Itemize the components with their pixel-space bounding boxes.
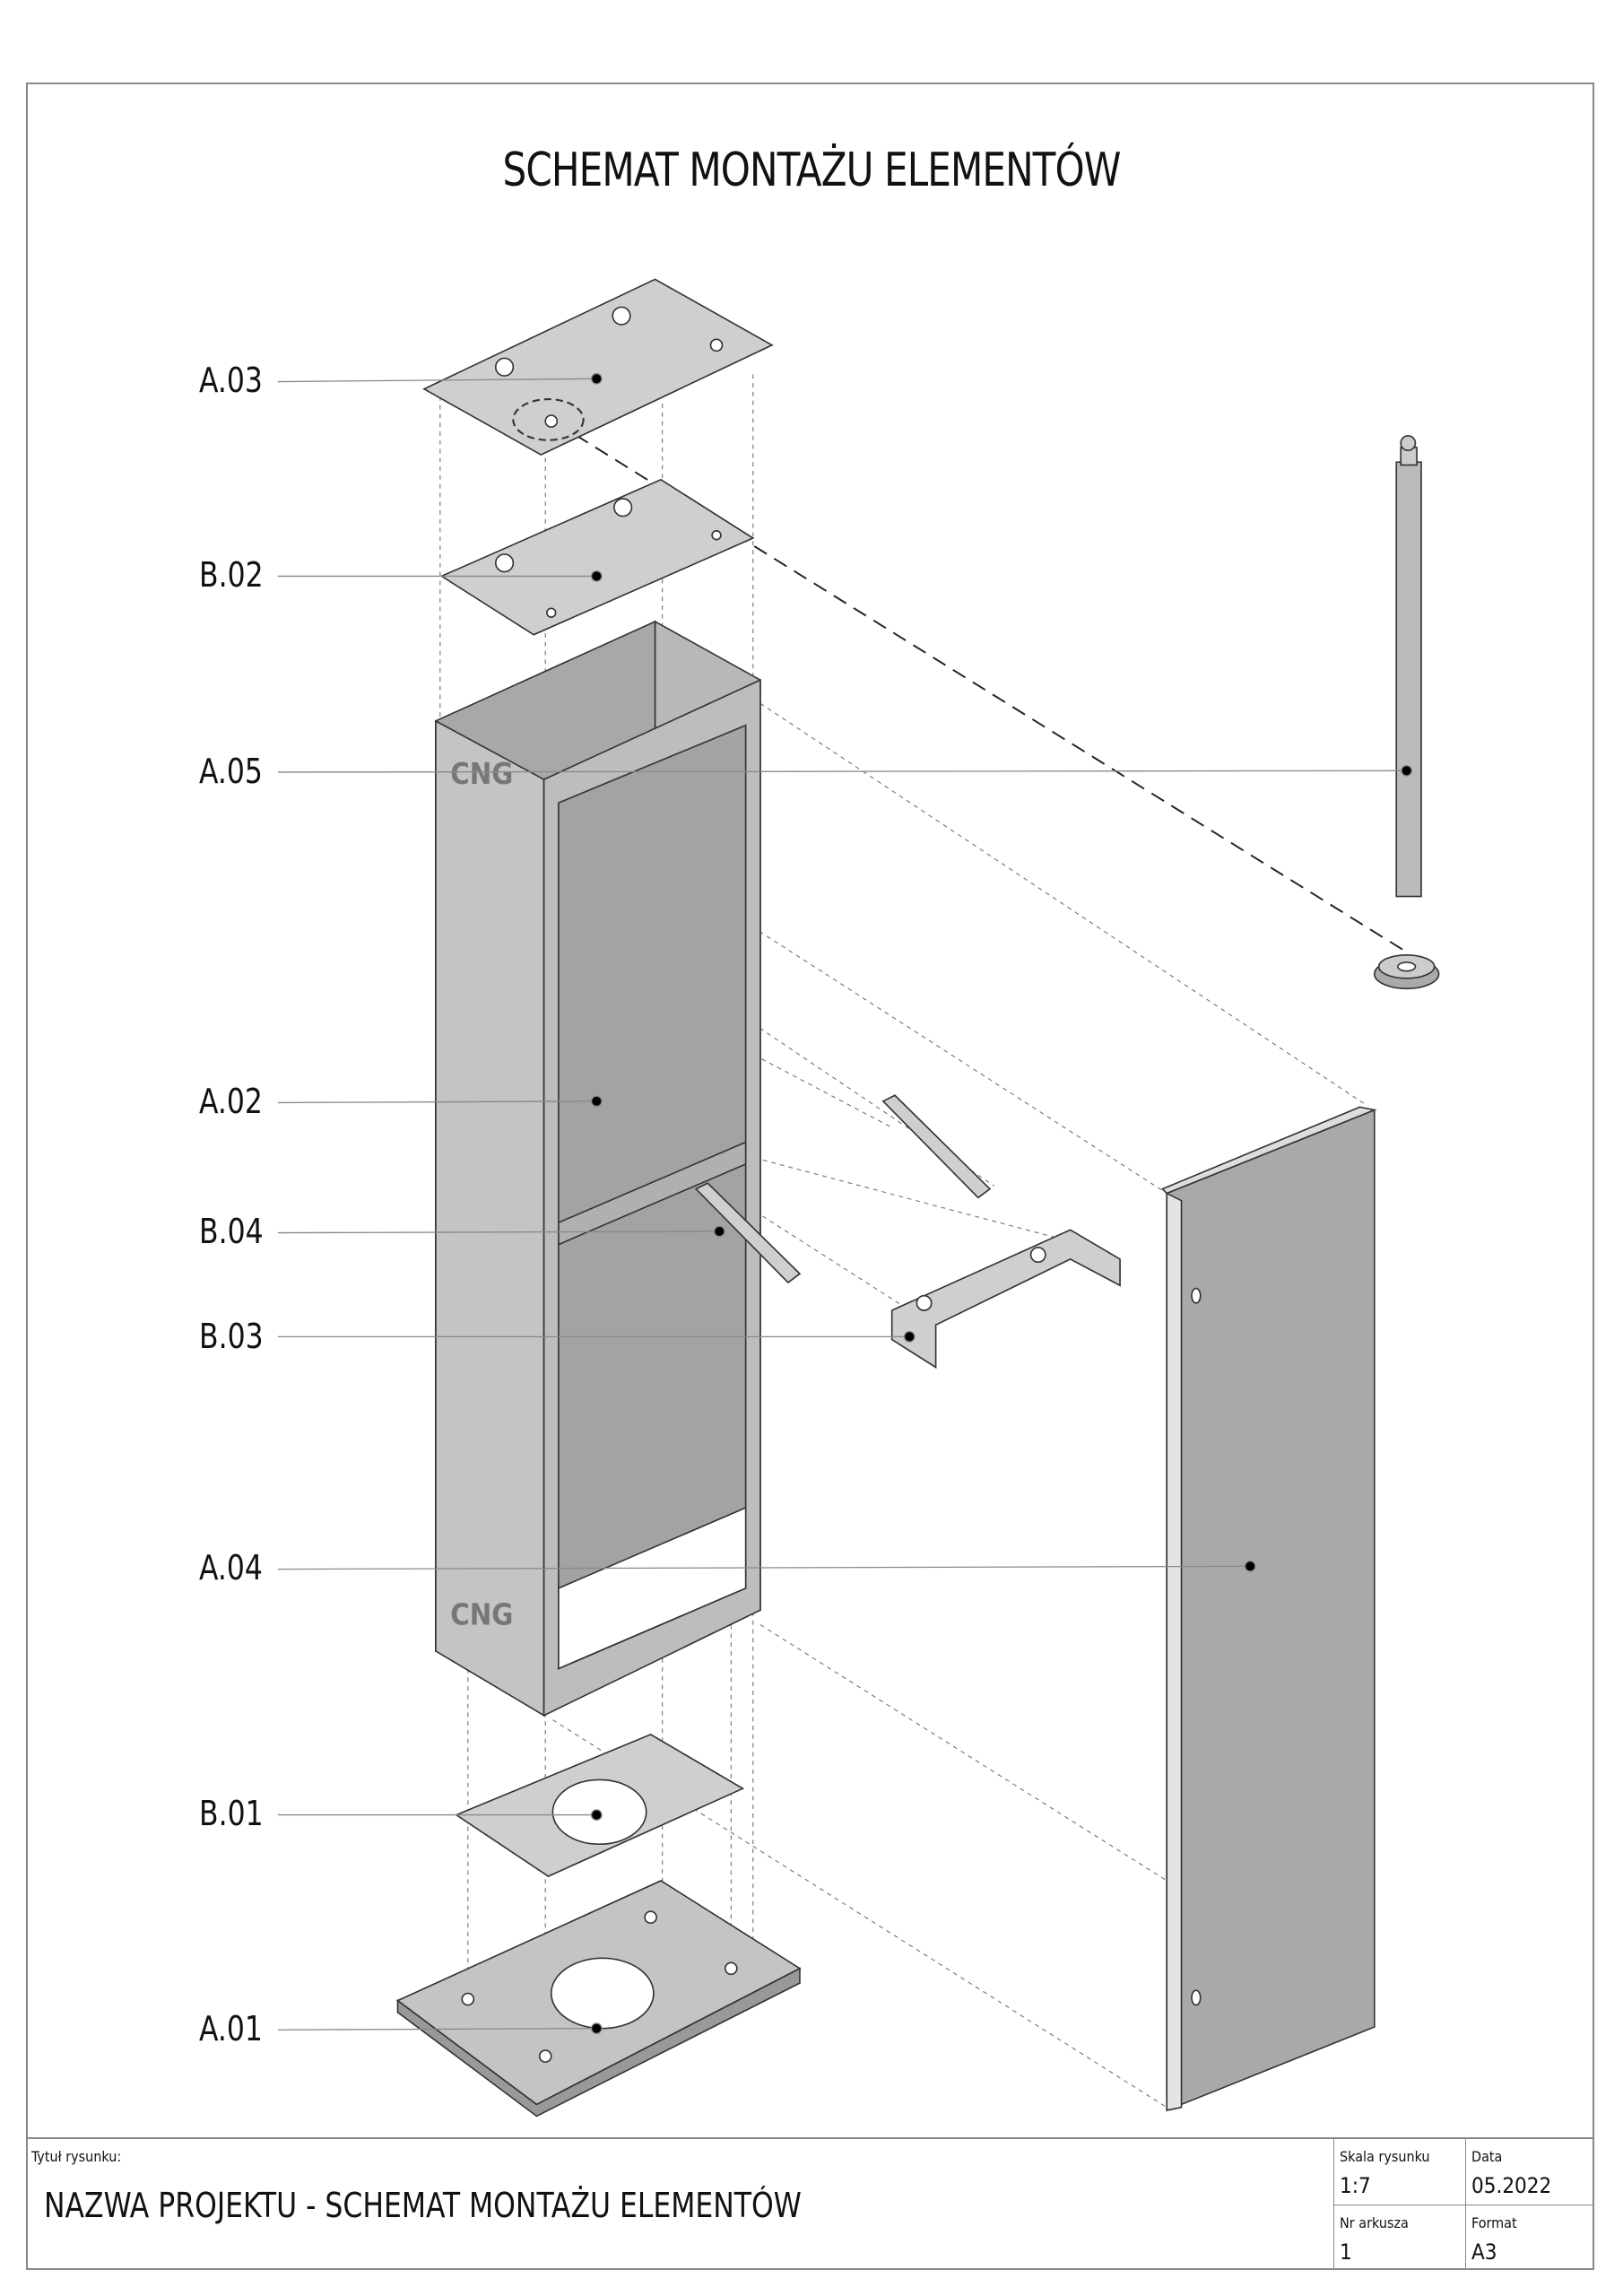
scale-value: 1:7 (1340, 2173, 1371, 2198)
part-a05-pole (1395, 461, 1422, 898)
part-label-b01: B.01 (199, 1794, 264, 1833)
part-label-a03: A.03 (199, 361, 263, 400)
date-label: Data (1471, 2148, 1503, 2165)
format-value: A3 (1471, 2239, 1497, 2265)
part-label-a01: A.01 (199, 2009, 263, 2048)
part-a03-top-cover (422, 278, 774, 456)
part-label-b04: B.04 (199, 1212, 264, 1251)
drawing-heading: SCHEMAT MONTAŻU ELEMENTÓW (502, 144, 1122, 197)
part-a04-panel (1166, 1109, 1376, 2112)
part-label-b02: B.02 (199, 555, 264, 595)
part-label-a05: A.05 (199, 752, 263, 791)
part-b04-plate (881, 1094, 992, 1199)
part-b03-bracket (890, 1229, 1121, 1370)
scale-label: Skala rysunku (1340, 2148, 1430, 2165)
sheet-label: Nr arkusza (1340, 2214, 1409, 2231)
part-b02-top-plate (439, 478, 755, 636)
title-label: Tytuł rysunku: (31, 2148, 122, 2165)
title-block: Tytuł rysunku: NAZWA PROJEKTU - SCHEMAT … (26, 2137, 1594, 2270)
part-a02-left-side (435, 719, 545, 1718)
part-label-b03: B.03 (199, 1317, 264, 1356)
format-label: Format (1471, 2214, 1517, 2231)
svg-text:CNG: CNG (450, 757, 513, 791)
part-label-a02: A.02 (199, 1082, 263, 1121)
date-value: 05.2022 (1471, 2173, 1552, 2198)
part-label-a04: A.04 (199, 1548, 263, 1587)
sheet-value: 1 (1340, 2239, 1352, 2265)
project-title: NAZWA PROJEKTU - SCHEMAT MONTAŻU ELEMENT… (44, 2186, 802, 2225)
svg-text:CNG: CNG (450, 1598, 513, 1632)
